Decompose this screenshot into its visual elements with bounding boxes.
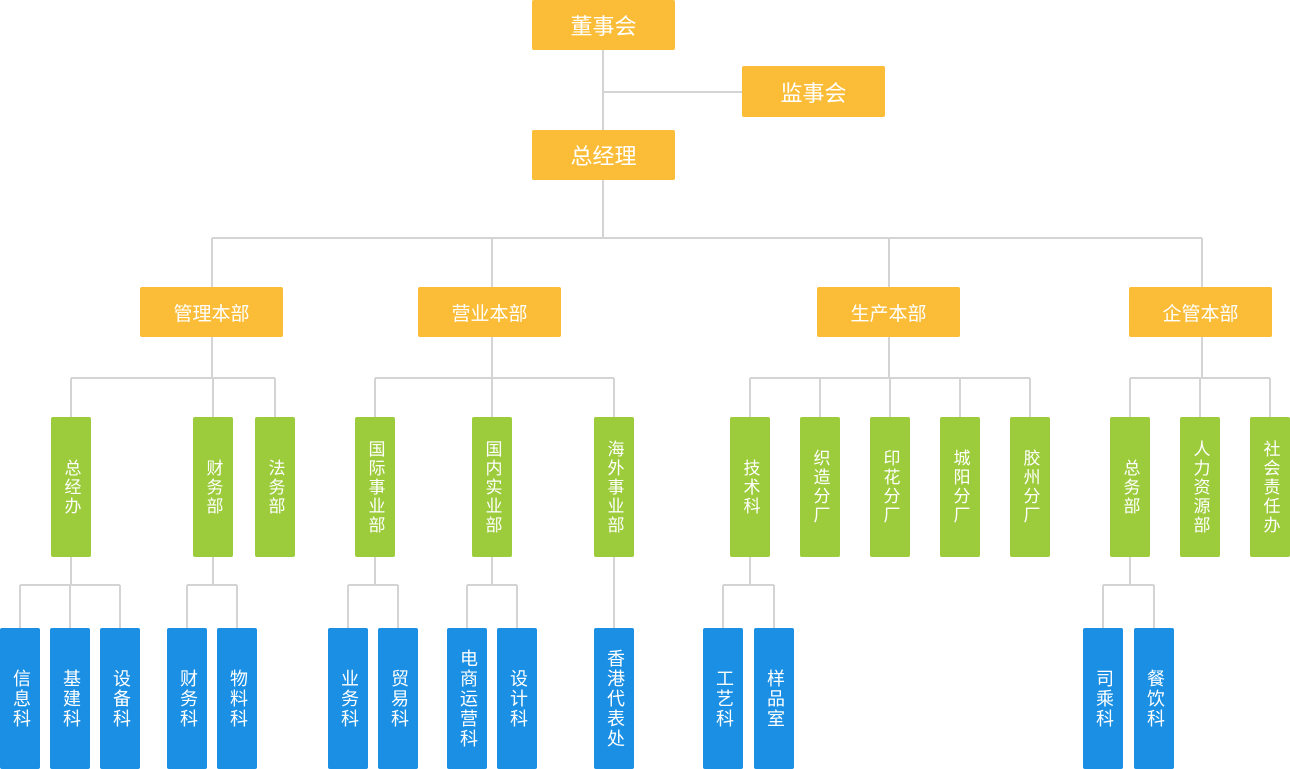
unit-chengyang-branch-box: 城阳分厂 (940, 417, 980, 557)
unit-chengyang-branch-label: 城阳分厂 (949, 449, 970, 525)
section-construction-box: 基建科 (50, 628, 90, 769)
general-manager-box: 总经理 (532, 130, 675, 180)
unit-technology-label: 技术科 (739, 458, 760, 516)
section-sample-room-label: 样品室 (764, 668, 785, 729)
section-ecommerce-label: 电商运营科 (457, 648, 478, 749)
supervisors-label: 监事会 (780, 81, 847, 107)
unit-overseas-business-label: 海外事业部 (603, 439, 624, 535)
section-materials-label: 物料科 (227, 668, 248, 729)
unit-legal-dept-box: 法务部 (255, 417, 295, 557)
section-materials-box: 物料科 (217, 628, 257, 769)
unit-jiaozhou-branch-label: 胶州分厂 (1019, 449, 1040, 525)
section-design-box: 设计科 (497, 628, 537, 769)
unit-printing-branch-label: 印花分厂 (879, 449, 900, 525)
unit-intl-business-box: 国际事业部 (355, 417, 395, 557)
dept-enterprise-box: 企管本部 (1129, 287, 1272, 337)
section-it-box: 信息科 (0, 628, 40, 769)
unit-general-affairs-box: 总务部 (1110, 417, 1150, 557)
unit-general-office-label: 总经办 (60, 458, 81, 516)
dept-management-box: 管理本部 (140, 287, 283, 337)
section-catering-box: 餐饮科 (1134, 628, 1174, 769)
section-equipment-box: 设备科 (100, 628, 140, 769)
unit-general-affairs-label: 总务部 (1119, 458, 1140, 516)
unit-hr-label: 人力资源部 (1189, 439, 1210, 535)
section-it-label: 信息科 (10, 668, 31, 729)
section-sample-room-box: 样品室 (754, 628, 794, 769)
unit-overseas-business-box: 海外事业部 (594, 417, 634, 557)
section-drivers-label: 司乘科 (1093, 668, 1114, 729)
section-drivers-box: 司乘科 (1083, 628, 1123, 769)
section-construction-label: 基建科 (60, 668, 81, 729)
unit-jiaozhou-branch-box: 胶州分厂 (1010, 417, 1050, 557)
unit-intl-business-label: 国际事业部 (364, 439, 385, 535)
section-craft-box: 工艺科 (703, 628, 743, 769)
unit-csr-office-label: 社会责任办 (1259, 439, 1280, 535)
general-manager-label: 总经理 (570, 145, 637, 170)
dept-production-box: 生产本部 (817, 287, 960, 337)
unit-weaving-branch-label: 织造分厂 (809, 449, 830, 525)
dept-business-label: 营业本部 (451, 302, 528, 325)
unit-general-office-box: 总经办 (51, 417, 91, 557)
supervisors-box: 监事会 (742, 66, 885, 117)
unit-domestic-business-label: 国内实业部 (481, 439, 502, 535)
section-trade-box: 贸易科 (378, 628, 418, 769)
unit-domestic-business-box: 国内实业部 (472, 417, 512, 557)
unit-printing-branch-box: 印花分厂 (870, 417, 910, 557)
section-business-label: 业务科 (338, 668, 359, 729)
unit-legal-dept-label: 法务部 (264, 458, 285, 516)
section-design-label: 设计科 (507, 668, 528, 729)
unit-weaving-branch-box: 织造分厂 (800, 417, 840, 557)
section-finance-label: 财务科 (177, 668, 198, 729)
section-business-box: 业务科 (328, 628, 368, 769)
section-hongkong-office-label: 香港代表处 (604, 648, 625, 749)
section-finance-box: 财务科 (167, 628, 207, 769)
board-box: 董事会 (532, 0, 675, 50)
unit-hr-box: 人力资源部 (1180, 417, 1220, 557)
dept-enterprise-label: 企管本部 (1162, 302, 1239, 325)
section-catering-label: 餐饮科 (1144, 668, 1165, 729)
section-trade-label: 贸易科 (388, 668, 409, 729)
section-equipment-label: 设备科 (110, 668, 131, 729)
dept-production-label: 生产本部 (850, 302, 927, 325)
unit-finance-dept-box: 财务部 (193, 417, 233, 557)
dept-management-label: 管理本部 (173, 302, 250, 325)
unit-finance-dept-label: 财务部 (202, 458, 223, 516)
section-hongkong-office-box: 香港代表处 (594, 628, 634, 769)
unit-csr-office-box: 社会责任办 (1250, 417, 1290, 557)
dept-business-box: 营业本部 (418, 287, 561, 337)
section-craft-label: 工艺科 (713, 668, 734, 729)
section-ecommerce-box: 电商运营科 (447, 628, 487, 769)
board-label: 董事会 (570, 15, 637, 40)
unit-technology-box: 技术科 (730, 417, 770, 557)
